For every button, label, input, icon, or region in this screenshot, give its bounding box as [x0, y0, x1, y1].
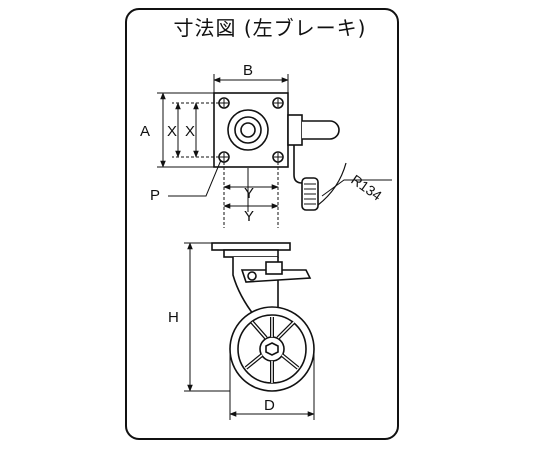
- kingpin-inner: [240, 122, 256, 138]
- side-top-plate: [211, 242, 291, 251]
- dim-label-d: D: [264, 397, 275, 414]
- side-view-dimensions: [184, 242, 315, 420]
- dim-label-b: B: [243, 62, 253, 79]
- dim-label-y-outer: Y: [244, 208, 254, 225]
- top-view: [213, 92, 347, 211]
- dim-label-radius: R134: [348, 171, 385, 203]
- dim-label-a: A: [140, 123, 150, 140]
- swivel-radius-arc: [317, 162, 347, 206]
- dim-label-p: P: [150, 187, 160, 204]
- axle-nut: [265, 342, 279, 356]
- side-brake-arm: [240, 269, 312, 283]
- brake-rod: [302, 120, 340, 140]
- dim-label-x-outer: X: [167, 123, 177, 140]
- kingpin-outer: [227, 109, 269, 151]
- dim-label-y-inner: Y: [244, 185, 254, 202]
- side-brake-pin: [247, 271, 257, 281]
- top-view-dimensions: [157, 74, 392, 228]
- brake-lever: [293, 145, 306, 184]
- kingpin-mid: [234, 116, 262, 144]
- dim-label-h: H: [168, 309, 179, 326]
- swivel-race: [223, 249, 279, 258]
- side-brake-block: [265, 261, 283, 275]
- wheel-spokes-inner: [245, 317, 299, 383]
- side-view: [211, 242, 315, 392]
- dim-label-x-inner: X: [185, 123, 195, 140]
- drawing-title: 寸法図 (左ブレーキ): [173, 16, 367, 40]
- bolt-hole: [272, 97, 284, 109]
- brake-housing: [287, 114, 303, 146]
